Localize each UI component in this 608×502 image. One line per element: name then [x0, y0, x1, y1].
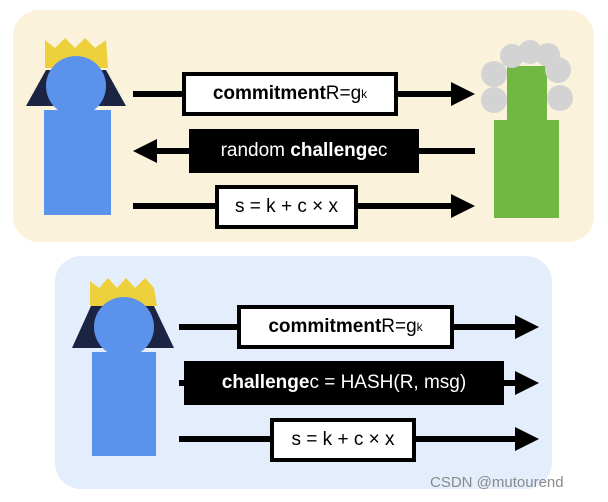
- response-label-bottom: s = k + c × x: [270, 418, 416, 462]
- prover-body: [92, 352, 156, 456]
- challenge-keyword: challenge: [222, 372, 310, 394]
- watermark: CSDN @mutourend: [430, 474, 564, 491]
- challenge-hash-formula: c = HASH(R, msg): [309, 372, 466, 394]
- prover-head: [94, 297, 154, 357]
- commitment-formula: R=g: [381, 316, 416, 338]
- commitment-exponent: k: [417, 320, 423, 334]
- challenge-label-bottom: challenge c = HASH(R, msg): [184, 361, 504, 405]
- commitment-keyword: commitment: [268, 316, 381, 338]
- response-formula: s = k + c × x: [292, 429, 395, 451]
